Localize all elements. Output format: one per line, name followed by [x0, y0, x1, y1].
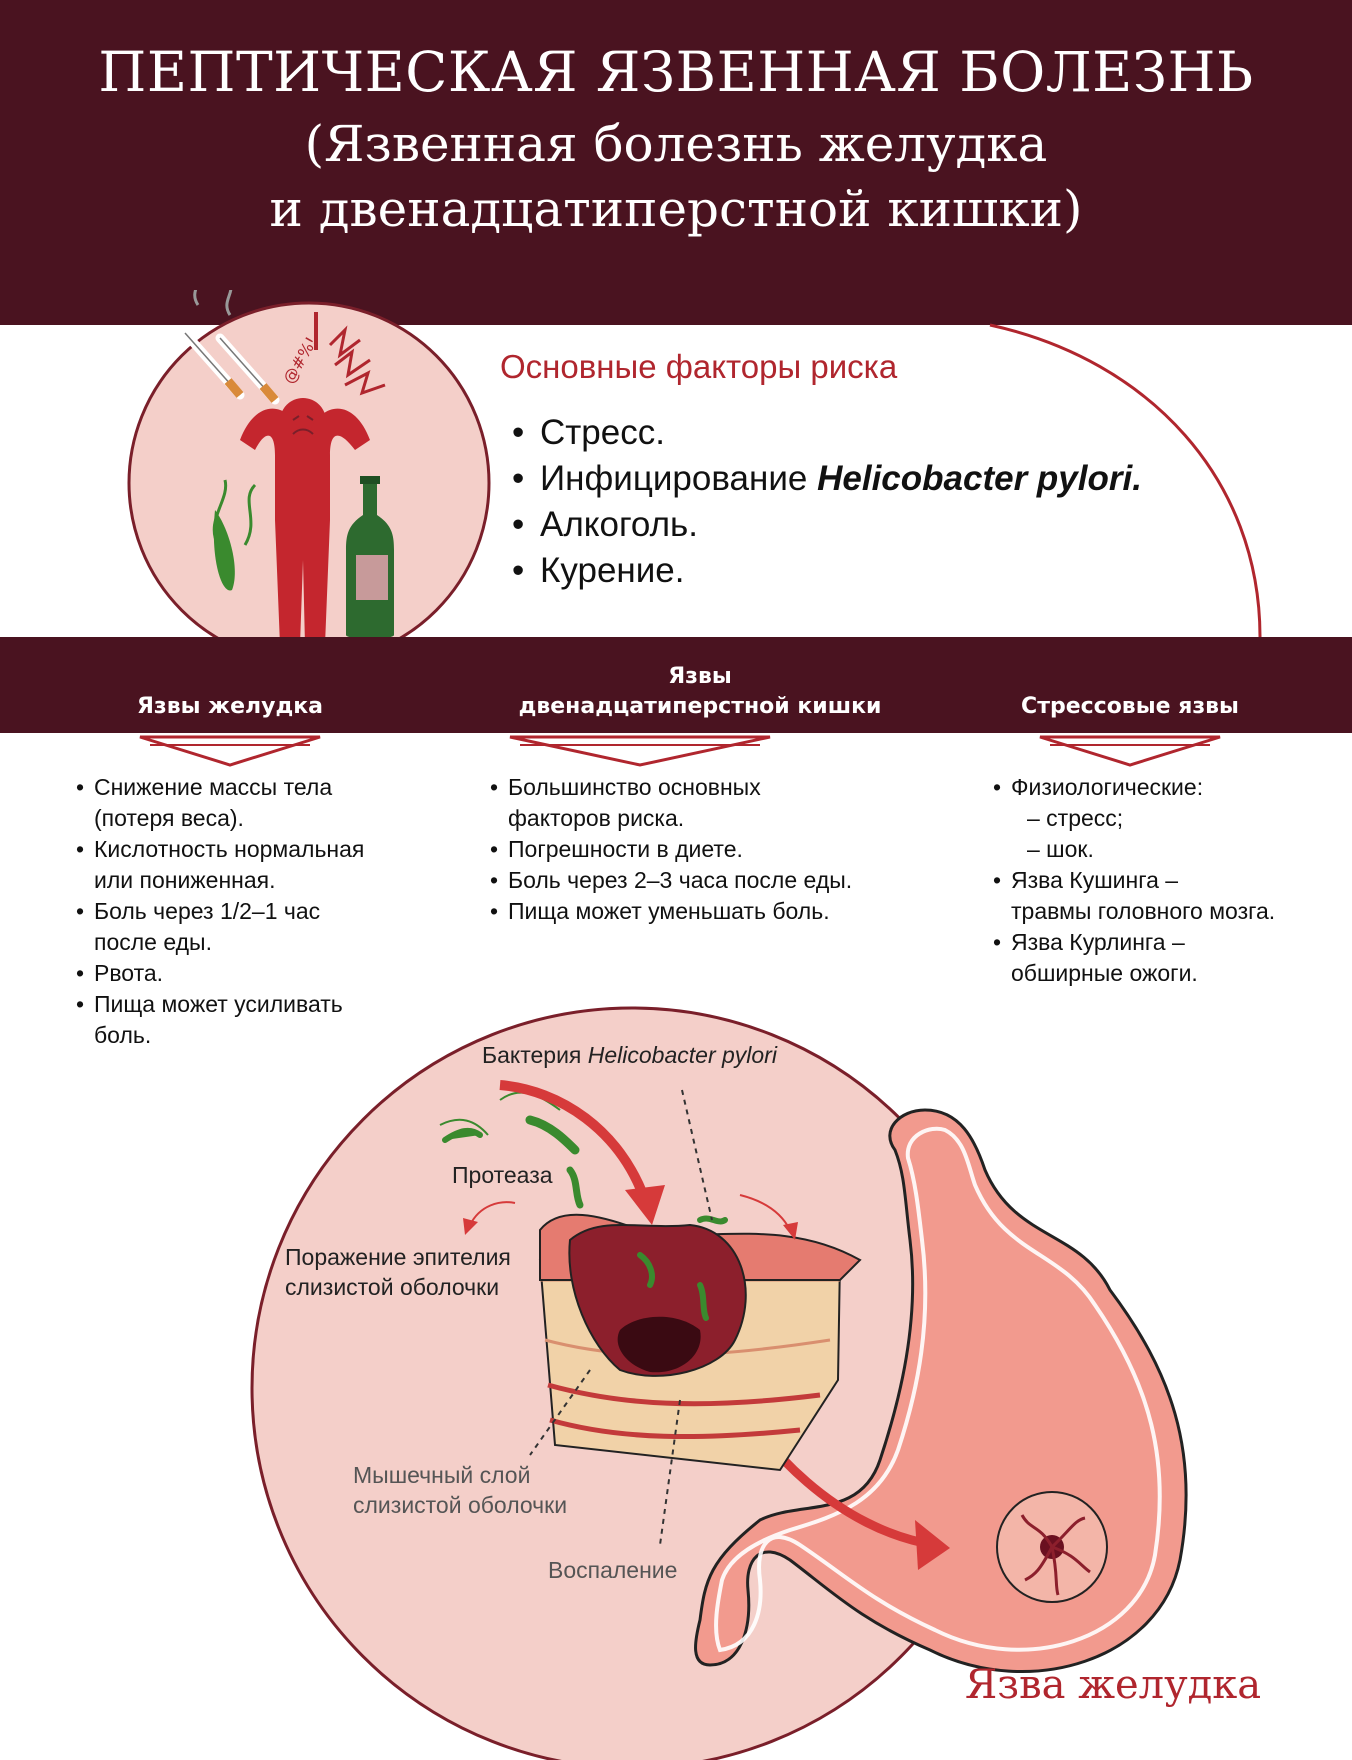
epithelium-label-line1: Поражение эпителия [285, 1244, 511, 1270]
columns-header-band [0, 637, 1352, 733]
list-item: Стресс. [512, 410, 1142, 456]
list-item: факторов риска. [508, 805, 685, 831]
ulcer-icon [996, 1491, 1108, 1603]
smoke-icon [193, 290, 233, 316]
arrowhead-icon [463, 1218, 478, 1235]
wine-bottle-icon [346, 476, 394, 639]
cigarette-icon [180, 328, 280, 405]
list-item: Боль через 1/2–1 час [76, 896, 364, 927]
list-item: Инфицирование Helicobacter pylori. [512, 456, 1142, 502]
list-item: Язва Курлинга – [993, 927, 1275, 958]
list-item: или пониженная. [94, 867, 276, 893]
bacteria-icon [212, 479, 257, 591]
leader-lines [529, 1089, 713, 1546]
stress-face-icon [292, 415, 314, 435]
list-item: Боль через 2–3 часа после еды. [490, 865, 852, 896]
arrowhead-icon [783, 1222, 798, 1240]
list-item: после еды. [94, 929, 212, 955]
arrowhead-icon [625, 1185, 665, 1225]
stomach-ulcer-caption: Язва желудка [965, 1662, 1262, 1708]
helicobacter-name: Helicobacter pylori. [817, 459, 1142, 498]
list-item: Рвота. [76, 958, 364, 989]
risk-item-text: Инфицирование [540, 459, 818, 498]
list-item: обширные ожоги. [1011, 960, 1198, 986]
stress-ulcer-heading: Стрессовые язвы [1021, 694, 1239, 719]
page-subtitle-line2: и двенадцатиперстной кишки) [269, 180, 1083, 238]
list-item: Алкоголь. [512, 502, 1142, 548]
list-item: Физиологические: [993, 772, 1275, 803]
arrowhead-icon [915, 1520, 950, 1570]
risk-item-text: Стресс. [540, 413, 665, 452]
epithelium-label-line2: слизистой оболочки [285, 1274, 500, 1300]
muscle-label-line2: слизистой оболочки [353, 1492, 568, 1518]
muscle-label-line1: Мышечный слой [353, 1462, 531, 1488]
duodenal-ulcer-heading: Язвы двенадцатиперстной кишки [455, 662, 945, 722]
stressed-person-icon [240, 398, 370, 640]
list-item: Погрешности в диете. [490, 834, 852, 865]
risk-factors-list: Стресс. Инфицирование Helicobacter pylor… [512, 410, 1142, 594]
duodenal-heading-line2: двенадцатиперстной кишки [518, 694, 882, 719]
list-item: – стресс; [1027, 805, 1124, 831]
stress-ulcer-list: Физиологические: – стресс; – шок. Язва К… [993, 772, 1275, 989]
gastric-ulcer-heading: Язвы желудка [136, 694, 323, 719]
page-title: ПЕПТИЧЕСКАЯ ЯЗВЕННАЯ БОЛЕЗНЬ [98, 40, 1254, 104]
column-pointer-arrows [139, 735, 1221, 767]
list-item: Большинство основных [490, 772, 852, 803]
ulcer-diagram [250, 1006, 1188, 1760]
protease-arrow [469, 1201, 516, 1226]
duodenal-ulcer-list: Большинство основных факторов риска. Пог… [490, 772, 852, 927]
bacteria-label: Бактерия Helicobacter pylori [482, 1040, 777, 1070]
list-item: Кислотность нормальная [76, 834, 364, 865]
inflammation-label: Воспаление [548, 1557, 678, 1583]
risk-factors-heading: Основные факторы риска [500, 348, 898, 385]
list-item: Пища может усиливать [76, 989, 364, 1020]
bacteria-arrow [499, 1080, 650, 1202]
duodenal-heading-line1: Язвы [668, 664, 732, 689]
bacteria-species-name: Helicobacter pylori [587, 1042, 777, 1068]
gastric-ulcer-list: Снижение массы тела (потеря веса). Кисло… [76, 772, 364, 1051]
list-item: Язва Кушинга – [993, 865, 1275, 896]
decorative-arc [989, 323, 1262, 638]
list-item: Курение. [512, 548, 1142, 594]
bacteria-label-prefix: Бактерия [482, 1042, 588, 1068]
list-item: травмы головного мозга. [1011, 898, 1276, 924]
bacteria-cluster-icon [439, 1091, 728, 1321]
header-banner: ПЕПТИЧЕСКАЯ ЯЗВЕННАЯ БОЛЕЗНЬ (Язвенная б… [0, 0, 1352, 325]
list-item: Снижение массы тела [76, 772, 364, 803]
list-item: боль. [94, 1022, 152, 1048]
risk-factors-illustration: @#%! [127, 290, 1262, 640]
risk-item-text: Алкоголь. [540, 505, 699, 544]
tissue-block [538, 1213, 862, 1472]
risk-item-text: Курение. [540, 551, 685, 590]
list-item: (потеря веса). [94, 805, 244, 831]
list-item: – шок. [1027, 836, 1094, 862]
list-item: Пища может уменьшать боль. [490, 896, 852, 927]
page-subtitle-line1: (Язвенная болезнь желудка [304, 115, 1048, 173]
protease-label: Протеаза [452, 1162, 553, 1188]
